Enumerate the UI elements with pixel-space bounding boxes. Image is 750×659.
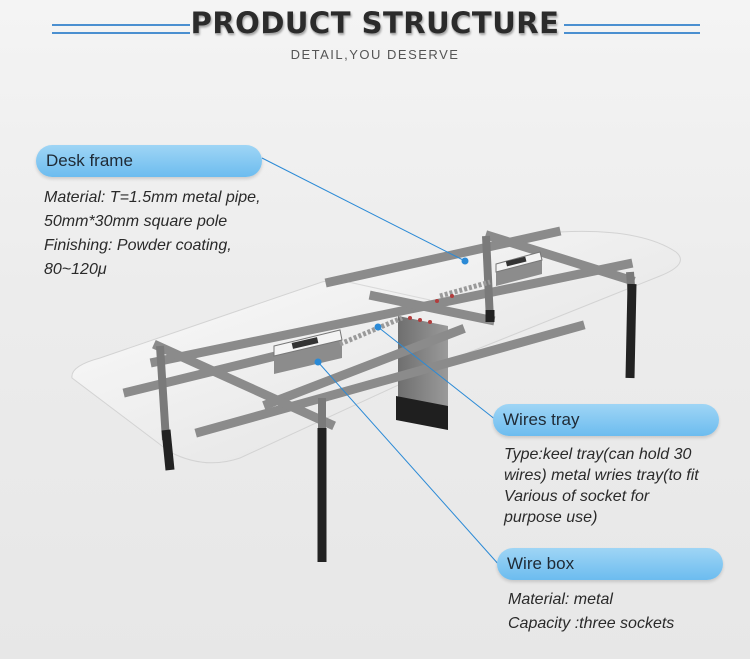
wire-box-label: Wire box <box>497 548 723 580</box>
desk-frame-rails <box>122 226 636 438</box>
wire-box-line-2: Capacity :three sockets <box>508 615 675 632</box>
wires-tray-line-4: purpose use) <box>504 509 598 526</box>
header-decor-line-right <box>564 24 700 34</box>
desk-frame-line-4: 80~120μ <box>44 261 107 278</box>
desk-tabletop <box>71 230 681 464</box>
page-subtitle: DETAIL,YOU DESERVE <box>290 47 460 62</box>
wires-tray-description: Type:keel tray(can hold 30 wires) metal … <box>504 444 699 528</box>
wire-box-description: Material: metal Capacity :three sockets <box>508 588 674 636</box>
socket-markers <box>408 294 454 324</box>
desk-frame-line-1: Material: T=1.5mm metal pipe, <box>44 189 261 206</box>
desk-frame-label: Desk frame <box>36 145 262 177</box>
leader-line-wire-box <box>317 361 501 567</box>
wire-box-right <box>495 251 543 286</box>
wire-box-left <box>273 329 343 374</box>
anchor-dot-wire-box <box>314 358 322 366</box>
wires-tray-line-2: wires) metal wries tray(to fit <box>504 467 699 484</box>
desk-frame-line-2: 50mm*30mm square pole <box>44 213 228 230</box>
desk-frame-line-3: Finishing: Powder coating, <box>44 237 232 254</box>
desk-legs <box>161 283 637 562</box>
leader-line-wires-tray <box>377 326 497 421</box>
page-title: PRODUCT STRUCTURE <box>190 6 560 40</box>
header-decor-line-left <box>52 24 190 34</box>
desk-frame-description: Material: T=1.5mm metal pipe, 50mm*30mm … <box>44 186 261 282</box>
anchor-dot-wires-tray <box>374 323 382 331</box>
wires-tray-label: Wires tray <box>493 404 719 436</box>
anchor-dot-desk-frame <box>461 257 469 265</box>
leader-line-desk-frame <box>261 157 466 262</box>
wire-box-line-1: Material: metal <box>508 591 613 608</box>
wires-tray-line-3: Various of socket for <box>504 488 650 505</box>
wires-tray-line-1: Type:keel tray(can hold 30 <box>504 446 692 463</box>
wires-tray-keel <box>339 279 491 347</box>
